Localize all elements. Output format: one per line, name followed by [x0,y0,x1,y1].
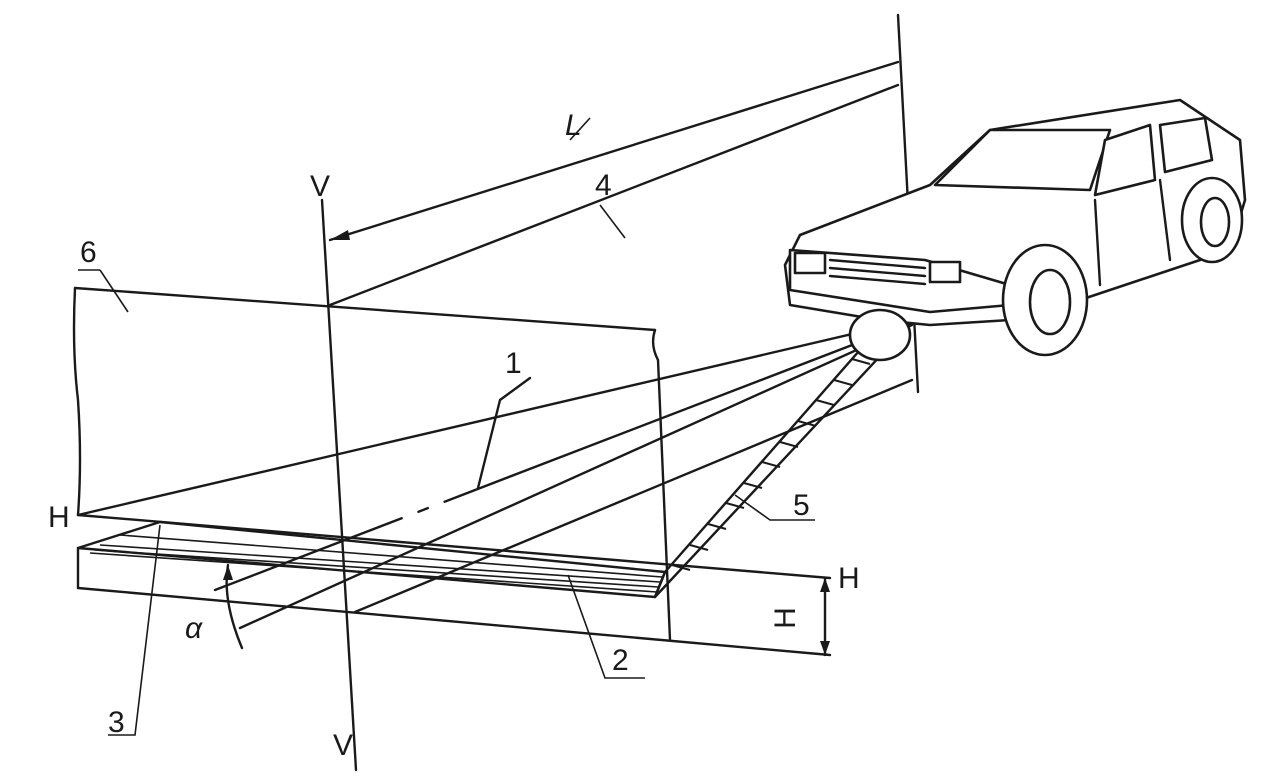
label-beam-spot: 1 [505,347,522,380]
length-dimension-line [328,60,900,242]
height-dimension [820,576,830,657]
vertical-axis-line [320,198,358,772]
angle-alpha-arc [223,563,244,650]
ground-band-2 [76,520,667,599]
label-horizontal-right: H [838,562,860,595]
car-illustration [783,98,1247,362]
label-ground-band: 2 [612,644,629,677]
label-screen: 6 [80,236,97,269]
screen-plane-4 [328,13,920,394]
ground-line [76,586,832,657]
label-vertical-top: V [310,170,330,203]
label-height-dimension: H [769,607,802,629]
label-vertical-bottom: V [333,729,353,762]
label-screen-plane: 4 [595,169,612,202]
label-horizontal-left: H [48,501,70,534]
label-beam-strip: 5 [793,489,810,522]
label-band-edge: 3 [108,706,125,739]
light-beams [76,318,914,630]
screen-6 [72,269,672,642]
label-length: L [565,109,582,142]
label-angle: α [185,612,203,645]
